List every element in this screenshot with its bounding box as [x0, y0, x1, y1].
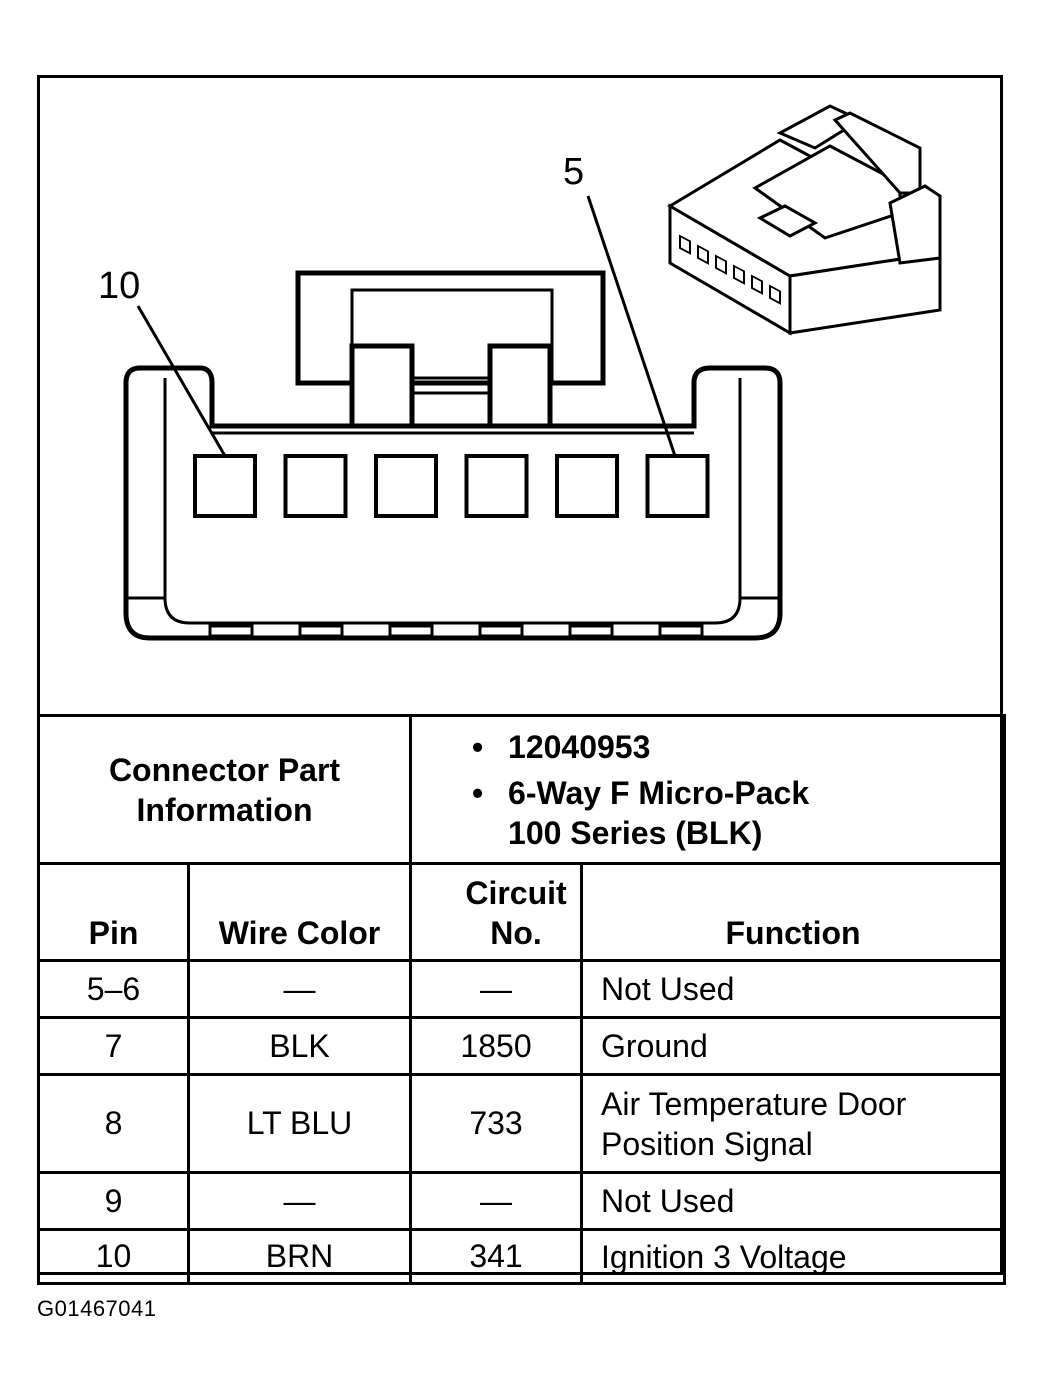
wire-color-cell: BLK [186, 1016, 413, 1076]
pin-cavities [193, 454, 710, 518]
pin-cell: 8 [37, 1073, 190, 1174]
function-cell: Not Used [580, 959, 1007, 1019]
pin-cell: 7 [37, 1016, 190, 1076]
pin-cell: 10 [37, 1228, 190, 1285]
circuit-cell: 341 [409, 1228, 584, 1285]
part-number: 12040953 [508, 728, 651, 765]
header-function: Function [580, 862, 1007, 962]
pin-cavity [464, 454, 529, 518]
connector-pinout-table: Connector Part Information •12040953 •6-… [36, 714, 1007, 1285]
pin-cavity [283, 454, 348, 518]
wire-color-cell: LT BLU [186, 1073, 413, 1174]
table-header-row: Pin Wire Color Circuit No. Function [37, 862, 1007, 962]
wire-color-cell: — [186, 959, 413, 1019]
pin-cavity [374, 454, 438, 518]
connector-part-details: •12040953 •6-Way F Micro-Pack 100 Series… [409, 714, 1007, 865]
header-circuit-no: Circuit No. [409, 862, 584, 962]
pin-cell: 9 [37, 1171, 190, 1231]
function-cell: Not Used [580, 1171, 1007, 1231]
table-row: 8 LT BLU 733 Air Temperature Door Positi… [37, 1073, 1007, 1174]
circuit-cell: — [409, 959, 584, 1019]
connector-type: 6-Way F Micro-Pack 100 Series (BLK) [508, 774, 810, 851]
function-cell: Ground [580, 1016, 1007, 1076]
header-pin: Pin [37, 862, 190, 962]
header-wire-color: Wire Color [186, 862, 413, 962]
circuit-cell: 1850 [409, 1016, 584, 1076]
table-row: 9 — — Not Used [37, 1171, 1007, 1231]
part-number-item: •12040953 [472, 728, 651, 765]
callout-5-label: 5 [563, 151, 584, 193]
circuit-cell: — [409, 1171, 584, 1231]
function-cell: Ignition 3 Voltage [580, 1228, 1007, 1285]
locking-latch [295, 270, 606, 429]
connector-type-item: •6-Way F Micro-Pack 100 Series (BLK) [472, 773, 1003, 853]
pin-cavity [193, 454, 257, 518]
connector-face [123, 365, 783, 641]
table-row: 5–6 — — Not Used [37, 959, 1007, 1019]
callout-10-label: 10 [98, 265, 140, 307]
pin-cavity [645, 454, 710, 518]
table-row: 10 BRN 341 Ignition 3 Voltage [37, 1228, 1007, 1285]
circuit-cell: 733 [409, 1073, 584, 1174]
pin-cell: 5–6 [37, 959, 190, 1019]
diagram-frame: 10 5 Connector Part In [36, 75, 1007, 1285]
bottom-notches [208, 624, 704, 638]
pin-cavity [555, 454, 619, 518]
callout-leaders [136, 195, 677, 457]
wire-color-cell: — [186, 1171, 413, 1231]
figure-code: G01467041 [37, 1296, 157, 1321]
table-row: 7 BLK 1850 Ground [37, 1016, 1007, 1076]
connector-part-information-label: Connector Part Information [36, 714, 413, 865]
connector-isometric-view [667, 104, 942, 336]
wire-color-cell: BRN [186, 1228, 413, 1285]
function-cell: Air Temperature Door Position Signal [580, 1073, 1007, 1174]
connector-diagram: 10 5 [98, 104, 942, 641]
connector-info-row: Connector Part Information •12040953 •6-… [36, 714, 1007, 865]
